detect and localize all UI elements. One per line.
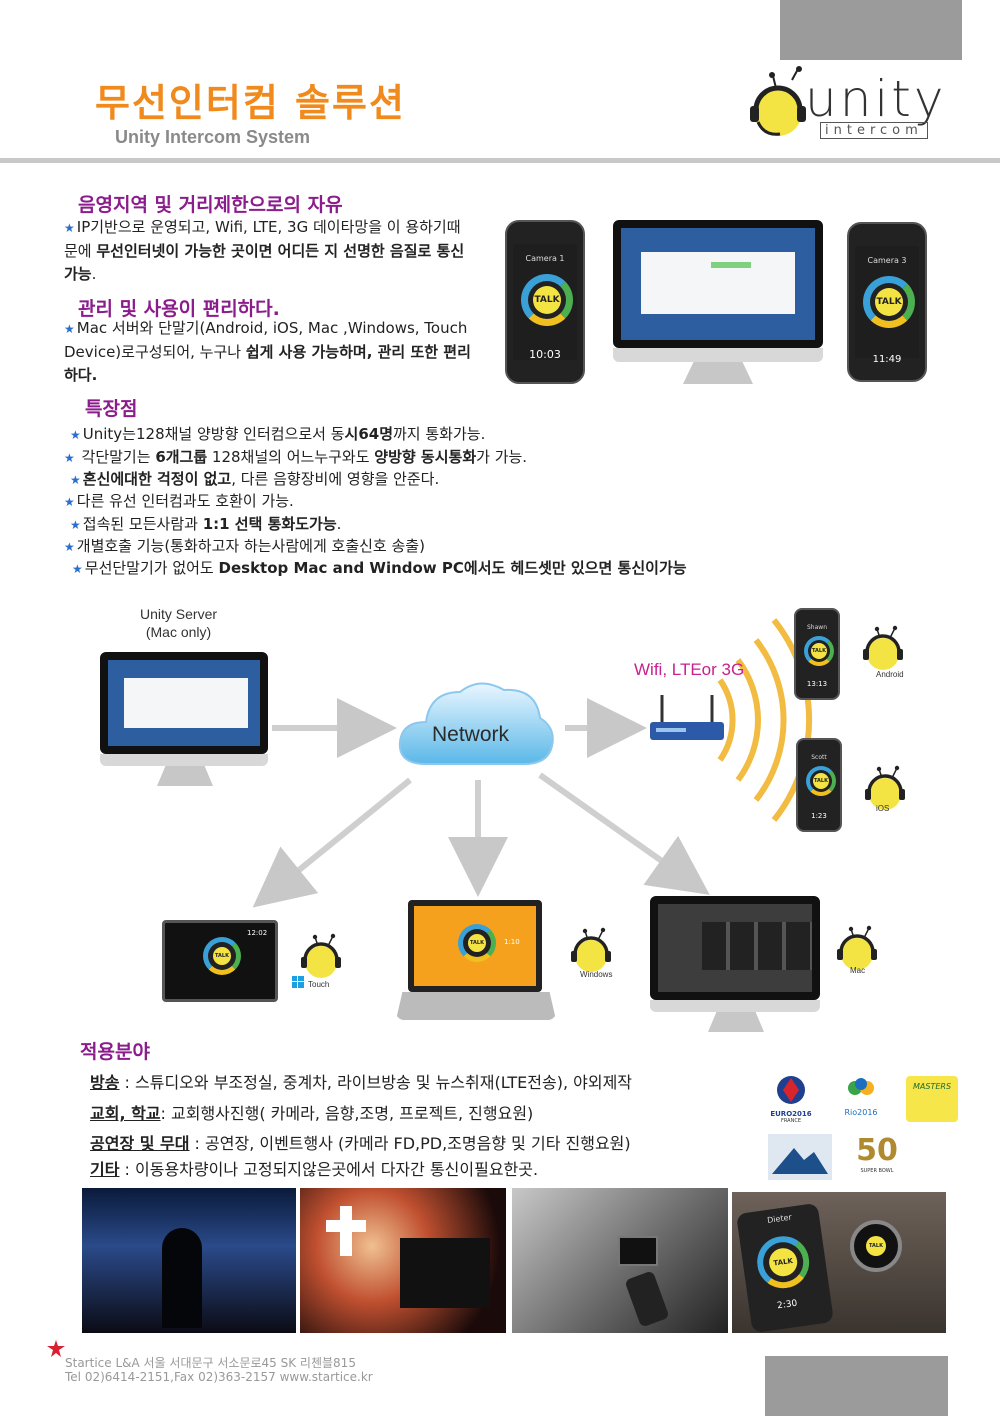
star-bullet-icon: ★ — [64, 322, 75, 336]
euro2016-logo: EURO2016 FRANCE — [768, 1074, 814, 1128]
wifi-router-icon — [650, 695, 724, 740]
bottom-grey-block — [765, 1356, 948, 1416]
mountain-icon — [772, 1148, 828, 1174]
rio2016-logo: Rio2016 — [838, 1076, 884, 1126]
iphone-device: Camera 1 TALK 10:03 — [505, 220, 585, 384]
application-row: 교회, 학교: 교회행사진행( 카메라, 음향,조명, 프로젝트, 진행요원) — [90, 1104, 534, 1123]
application-row: 공연장 및 무대 : 공연장, 이벤트행사 (카메라 FD,PD,조명음향 및 … — [90, 1134, 631, 1153]
android-client-phone: Shawn TALK 13:13 — [794, 608, 840, 700]
star-bullet-icon: ★ — [72, 562, 83, 576]
application-label: 교회, 학교 — [90, 1104, 161, 1123]
application-row: 기타 : 이동용차량이나 고정되지않은곳에서 다자간 통신이필요한곳. — [90, 1160, 539, 1179]
application-label: 공연장 및 무대 — [90, 1134, 190, 1153]
network-label: Network — [432, 723, 510, 746]
phone-time: 10:03 — [529, 348, 561, 361]
imac-stand — [683, 362, 753, 384]
top-grey-block — [780, 0, 962, 60]
talk-button: TALK — [875, 288, 903, 316]
android-label: Android — [876, 670, 904, 679]
mac-mascot-icon — [837, 925, 877, 970]
feature-item: ★Unity는128채널 양방향 인터컴으로서 동시64명까지 통화가능. — [70, 425, 486, 443]
feature-item: ★무선단말기가 없어도 Desktop Mac and Window PC에서도… — [72, 559, 687, 577]
phone-camera-label: Camera 1 — [525, 254, 565, 263]
section-heading-management: 관리 및 사용이 편리하다. — [78, 298, 280, 320]
star-bullet-icon: ★ — [70, 518, 81, 532]
application-label: 기타 — [90, 1160, 120, 1179]
unity-logo-icon — [750, 66, 806, 136]
section-text-freedom: ★IP기반으로 운영되고, Wifi, LTE, 3G 데이타망을 이 용하기때… — [64, 218, 465, 283]
logo-wordmark: unity — [805, 70, 947, 128]
star-bullet-icon: ★ — [70, 473, 81, 487]
photo-watch-phone: Dieter TALK 2:30 TALK — [732, 1192, 946, 1334]
star-bullet-icon: ★ — [70, 428, 81, 442]
network-cloud-icon — [398, 682, 554, 765]
touch-mascot-icon — [301, 933, 341, 978]
imac-server-screen — [613, 220, 823, 348]
android-mascot-icon — [863, 625, 903, 670]
server-label: Unity Server (Mac only) — [140, 606, 218, 640]
star-bullet-icon: ★ — [64, 495, 75, 509]
windows-laptop-device: TALK 1:10 — [408, 900, 542, 992]
imac-chin — [613, 348, 823, 362]
feature-item: ★다른 유선 인터컴과도 호환이 가능. — [64, 492, 294, 510]
laptop-keyboard — [396, 992, 556, 1020]
pyeongchang-logo — [768, 1134, 832, 1180]
feature-item: ★혼신에대한 걱정이 없고, 다른 음향장비에 영향을 안준다. — [70, 470, 440, 488]
mac-client-imac — [650, 896, 820, 1000]
super-bowl-logo: 50 SUPER BOWL — [856, 1133, 898, 1175]
logo-subtitle: intercom — [820, 122, 928, 139]
android-phone-device: Camera 3 TALK 11:49 — [847, 222, 927, 382]
photo-church-stage — [82, 1188, 296, 1333]
smartwatch: TALK — [850, 1220, 902, 1272]
feature-item: ★ 각단말기는 6개그룹 128채널의 어느누구와도 양방향 동시통화가 가능. — [64, 448, 528, 466]
windows-label: Windows — [580, 970, 613, 979]
ios-client-phone: Scott TALK 1:23 — [796, 738, 842, 832]
ios-mascot-icon — [865, 765, 905, 810]
footer-contact: Tel 02)6414-2151,Fax 02)363-2157 www.sta… — [65, 1370, 373, 1384]
footer-address: Startice L&A 서울 서대문구 서소문로45 SK 리첸블815 — [65, 1356, 356, 1370]
star-bullet-icon: ★ — [64, 540, 75, 554]
phone-time: 11:49 — [872, 354, 902, 365]
application-label: 방송 — [90, 1073, 120, 1092]
touch-tablet-device: TALK 12:02 — [162, 920, 278, 1002]
euro-trophy-icon — [777, 1076, 805, 1104]
server-spreadsheet — [641, 252, 795, 314]
application-row: 방송 : 스튜디오와 부조정실, 중계차, 라이브방송 및 뉴스취재(LTE전송… — [90, 1073, 633, 1092]
page-subtitle: Unity Intercom System — [115, 127, 311, 147]
star-bullet-icon: ★ — [64, 451, 75, 465]
masters-logo: MASTERS — [906, 1076, 958, 1122]
windows-mascot-icon — [571, 927, 611, 972]
star-bullet-icon: ★ — [64, 221, 75, 235]
startice-star-icon — [47, 1340, 65, 1357]
header-divider — [0, 158, 1000, 163]
unity-server-imac — [100, 652, 268, 754]
section-text-management: ★Mac 서버와 단말기(Android, iOS, Mac ,Windows,… — [64, 319, 471, 384]
windows-logo-icon — [292, 976, 304, 988]
talk-button: TALK — [533, 286, 561, 314]
phone-camera-label: Camera 3 — [867, 256, 907, 265]
page-title: 무선인터컴 솔루션 — [95, 81, 406, 125]
section-heading-features: 특장점 — [85, 398, 138, 420]
mac-label: Mac — [850, 966, 866, 975]
ios-label: iOS — [876, 804, 890, 813]
photo-concert-camera — [300, 1188, 506, 1333]
section-heading-applications: 적용분야 — [80, 1041, 150, 1063]
touch-label: Touch — [308, 980, 330, 989]
wifi-label: Wifi, LTEor 3G — [634, 660, 745, 679]
feature-item: ★개별호출 기능(통화하고자 하는사람에게 호출신호 송출) — [64, 537, 425, 555]
section-heading-freedom: 음영지역 및 거리제한으로의 자유 — [78, 194, 343, 216]
network-arrows — [252, 618, 813, 908]
rio-emblem-icon — [848, 1078, 874, 1095]
photo-camera-operator — [512, 1188, 728, 1333]
feature-item: ★접속된 모든사람과 1:1 선택 통화도가능. — [70, 515, 342, 533]
